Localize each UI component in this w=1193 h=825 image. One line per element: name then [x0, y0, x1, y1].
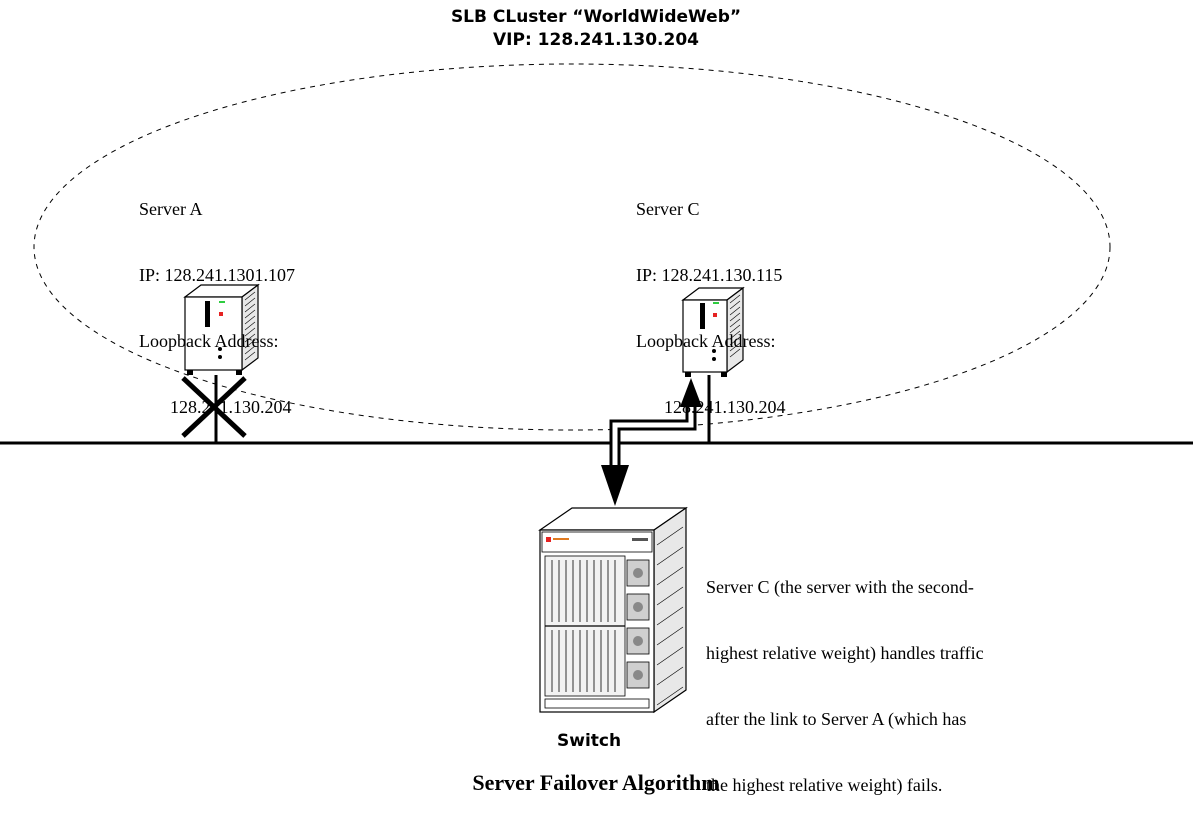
note-line: highest relative weight) handles traffic	[706, 643, 984, 663]
server-c-ip: IP: 128.241.130.115	[636, 265, 783, 285]
note-line: after the link to Server A (which has	[706, 709, 967, 729]
note-line: Server C (the server with the second-	[706, 577, 974, 597]
server-c-name: Server C	[636, 199, 700, 219]
cluster-name: SLB CLuster “WorldWideWeb”	[450, 7, 742, 27]
server-c-icon	[681, 286, 745, 377]
link-failure-x-icon	[181, 376, 247, 438]
server-c-loopback-label: Loopback Address:	[636, 331, 776, 351]
cluster-vip: VIP: 128.241.130.204	[493, 30, 699, 50]
server-a-info: Server A IP: 128.241.1301.107 Loopback A…	[139, 154, 295, 440]
server-a-ip: IP: 128.241.1301.107	[139, 265, 296, 285]
cluster-title: SLB CLuster “WorldWideWeb” VIP: 128.241.…	[346, 6, 846, 52]
failover-note: Server C (the server with the second- hi…	[706, 532, 984, 818]
server-a-loopback-address: 128.241.130.204	[170, 397, 292, 417]
traffic-path-arrow	[601, 378, 702, 506]
server-a-name: Server A	[139, 199, 203, 219]
server-c-loopback-address: 128.241.130.204	[664, 397, 786, 417]
server-a-loopback-label: Loopback Address:	[139, 331, 279, 351]
note-line: the highest relative weight) fails.	[706, 775, 943, 795]
server-c-info: Server C IP: 128.241.130.115 Loopback Ad…	[636, 154, 786, 440]
cluster-boundary	[33, 63, 1111, 431]
switch-label: Switch	[557, 731, 622, 751]
switch-icon	[538, 506, 688, 714]
server-a-icon	[183, 283, 260, 375]
figure-caption: Server Failover Algorithm	[472, 770, 720, 795]
